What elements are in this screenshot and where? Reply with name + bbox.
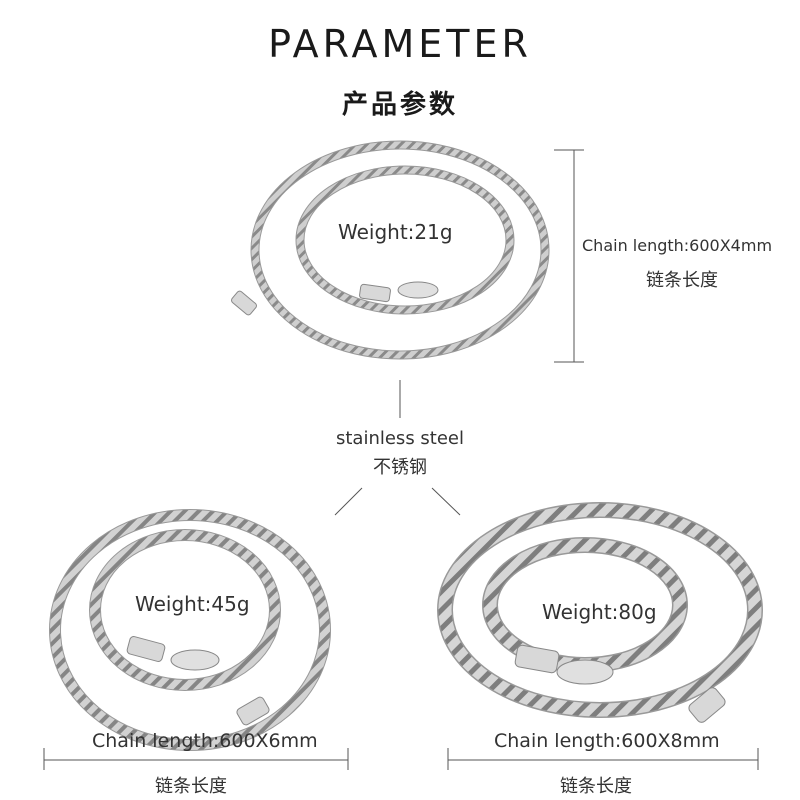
chain-length-cn-label-2: 链条长度: [155, 776, 227, 797]
chain-length-cn-label-1: 链条长度: [646, 270, 718, 291]
weight-label-1: Weight:21g: [338, 220, 453, 244]
chain-length-label-3: Chain length:600X8mm: [494, 730, 720, 752]
chain-length-label-2: Chain length:600X6mm: [92, 730, 318, 752]
weight-label-2: Weight:45g: [135, 592, 250, 616]
page-title: PARAMETER: [268, 22, 532, 66]
material-cn-label: 不锈钢: [373, 457, 427, 478]
weight-label-3: Weight:80g: [542, 600, 657, 624]
chain-length-label-1: Chain length:600X4mm: [582, 236, 773, 255]
chain-length-cn-label-3: 链条长度: [560, 776, 632, 797]
page-subtitle: 产品参数: [341, 90, 458, 120]
material-en-label: stainless steel: [335, 428, 464, 449]
